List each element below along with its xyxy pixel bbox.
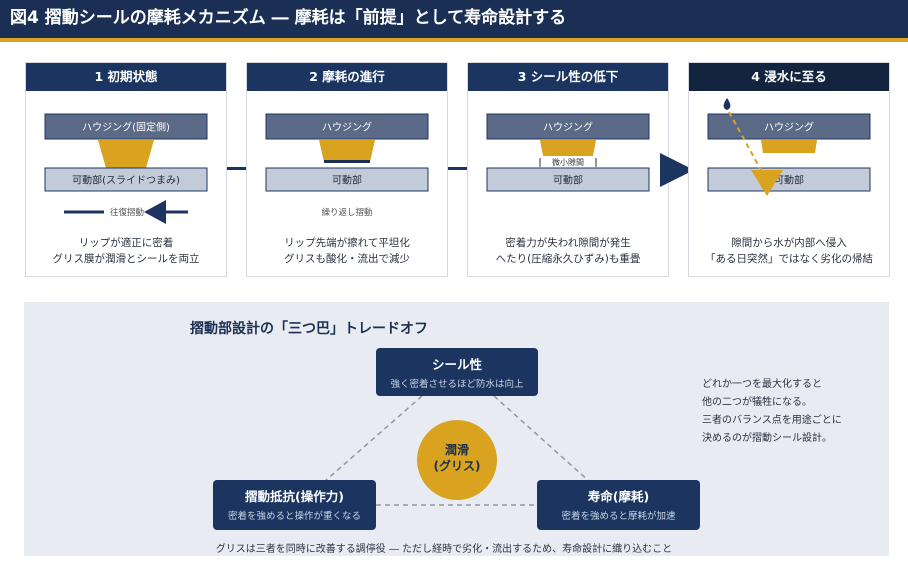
stage-2-diagram: ハウジング 可動部 繰り返し摺動	[265, 113, 429, 218]
stage-1-diagram: ハウジング(固定側) 可動部(スライドつまみ) 往復摺動	[44, 113, 208, 224]
stage-connector-2	[448, 167, 467, 170]
slide-arrow-head-icon	[144, 200, 166, 224]
stage-4-caption-line-1: 隙間から水が内部へ侵入	[731, 237, 847, 249]
moving-part-block	[707, 167, 871, 192]
stage-1-caption-line-1: リップが適正に密着	[78, 237, 174, 249]
water-path-dashed	[728, 111, 762, 171]
gap-label: 微小隙間	[552, 157, 584, 167]
stage-1-caption-line-2: グリス膜が潤滑とシールを両立	[52, 253, 200, 265]
header-accent-bar	[0, 38, 908, 42]
seal-lip-worn	[319, 140, 375, 162]
repeat-slide-label: 繰り返し摺動	[321, 207, 372, 218]
housing-block	[486, 113, 650, 140]
stage-4-caption-line-2: 「ある日突然」ではなく劣化の帰結	[705, 253, 873, 265]
housing-label: ハウジング	[543, 121, 593, 134]
stage-3-caption: 密着力が失われ隙間が発生 へたり(圧縮永久ひずみ)も重畳	[468, 235, 668, 267]
housing-label: ハウジング	[764, 121, 814, 134]
seal-lip-degraded	[761, 140, 817, 153]
stage-4-title: 4 浸水に至る	[689, 63, 889, 91]
stage-4-panel: 4 浸水に至る ハウジング 可動部 隙間から水が内部へ侵入 「ある日突然」ではな…	[688, 62, 890, 277]
stage-1-caption: リップが適正に密着 グリス膜が潤滑とシールを両立	[26, 235, 226, 267]
tradeoff-note-line-1: どれか一つを最大化すると	[702, 379, 822, 390]
tradeoff-panel: 摺動部設計の「三つ巴」トレードオフ シール性 強く密着させるほど防水は向上 潤滑…	[24, 302, 889, 556]
tradeoff-note-line-3: 三者のバランス点を用途ごとに	[702, 415, 842, 426]
housing-block	[44, 113, 208, 140]
node-seal-performance-sub: 強く密着させるほど防水は向上	[390, 379, 524, 390]
moving-part-label: 可動部	[553, 174, 583, 187]
stage-2-panel: 2 摩耗の進行 ハウジング 可動部 繰り返し摺動 リップ先端が擦れて平坦化 グリ…	[246, 62, 448, 277]
line-top-left	[323, 395, 423, 483]
tradeoff-note-line-2: 他の二つが犠牲になる。	[702, 397, 812, 408]
line-top-right	[493, 395, 591, 483]
housing-label: ハウジング	[322, 121, 372, 134]
moving-part-block	[486, 167, 650, 192]
stage-connector-1	[227, 167, 246, 170]
stage-2-title: 2 摩耗の進行	[247, 63, 447, 91]
lubrication-label: 潤滑	[444, 443, 469, 457]
housing-block	[265, 113, 429, 140]
worn-lip-edge	[324, 160, 370, 163]
housing-block	[707, 113, 871, 140]
moving-part-label: 可動部	[774, 174, 804, 187]
stage-3-caption-line-2: へたり(圧縮永久ひずみ)も重畳	[495, 253, 641, 265]
moving-part-block	[44, 167, 208, 192]
page-title: 図4 摺動シールの摩耗メカニズム ― 摩耗は「前提」として寿命設計する	[0, 0, 908, 38]
stage-1-title: 1 初期状態	[26, 63, 226, 91]
stage-3-caption-line-1: 密着力が失われ隙間が発生	[505, 237, 631, 249]
stage-4-diagram: ハウジング 可動部	[707, 98, 871, 196]
stage-2-caption-line-1: リップ先端が擦れて平坦化	[284, 237, 410, 249]
slide-arrow-label: 往復摺動	[110, 207, 144, 218]
seal-lip	[98, 140, 154, 168]
node-sliding-resistance-title: 摺動抵抗(操作力)	[245, 489, 344, 504]
water-drop-icon	[723, 98, 731, 110]
node-lifetime-wear-sub: 密着を強めると摩耗が加速	[561, 511, 676, 522]
moving-part-label: 可動部(スライドつまみ)	[72, 174, 180, 187]
stage-3-panel: 3 シール性の低下 ハウジング 微小隙間 可動部 密着力が失われ隙間が発生 へた…	[467, 62, 669, 277]
flow-arrow-icon	[660, 153, 694, 187]
node-sliding-resistance-sub: 密着を強めると操作が重くなる	[227, 511, 361, 522]
stage-2-caption: リップ先端が擦れて平坦化 グリスも酸化・流出で減少	[247, 235, 447, 267]
lubrication-circle: 潤滑 (グリス)	[417, 420, 497, 500]
lubrication-sub-label: (グリス)	[433, 459, 481, 473]
node-lifetime-wear: 寿命(摩耗) 密着を強めると摩耗が加速	[537, 480, 700, 530]
node-lifetime-wear-title: 寿命(摩耗)	[587, 489, 650, 504]
tradeoff-footnote: グリスは三者を同時に改善する調停役 ― ただし経時で劣化・流出するため、寿命設計…	[215, 544, 673, 555]
node-sliding-resistance: 摺動抵抗(操作力) 密着を強めると操作が重くなる	[213, 480, 376, 530]
tradeoff-note: どれか一つを最大化すると 他の二つが犠牲になる。 三者のバランス点を用途ごとに …	[702, 376, 842, 448]
stage-3-title: 3 シール性の低下	[468, 63, 668, 91]
stage-3-diagram: ハウジング 微小隙間 可動部	[486, 113, 650, 192]
stage-1-panel: 1 初期状態 ハウジング(固定側) 可動部(スライドつまみ) 往復摺動 リップが…	[25, 62, 227, 277]
tradeoff-title: 摺動部設計の「三つ巴」トレードオフ	[190, 321, 428, 337]
stage-4-caption: 隙間から水が内部へ侵入 「ある日突然」ではなく劣化の帰結	[689, 235, 889, 267]
tradeoff-triangle-lines	[323, 395, 591, 506]
node-seal-performance: シール性 強く密着させるほど防水は向上	[376, 348, 538, 396]
water-ingress-arrow-icon	[751, 170, 783, 196]
moving-part-label: 可動部	[332, 174, 362, 187]
tradeoff-note-line-4: 決めるのが摺動シール設計。	[702, 433, 832, 444]
moving-part-block	[265, 167, 429, 192]
seal-lip-flattened	[540, 140, 596, 156]
node-seal-performance-title: シール性	[431, 357, 482, 372]
stage-2-caption-line-2: グリスも酸化・流出で減少	[284, 253, 410, 265]
housing-label: ハウジング(固定側)	[82, 121, 170, 134]
